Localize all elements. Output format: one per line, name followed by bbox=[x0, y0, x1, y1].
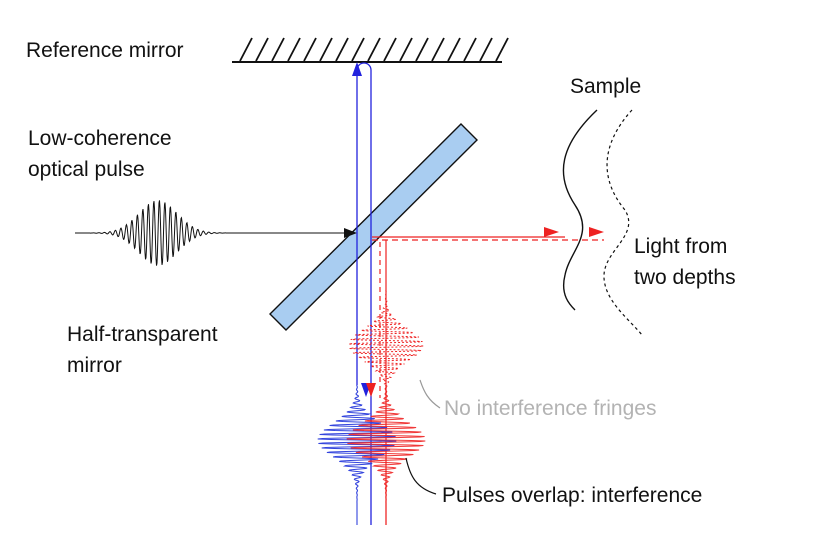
mirror-hatch bbox=[415, 37, 429, 62]
shallow-reflection-pulse bbox=[346, 385, 426, 525]
mirror-hatch bbox=[463, 37, 477, 62]
mirror-hatch bbox=[367, 37, 381, 62]
light-label-line1: Light from bbox=[634, 235, 727, 258]
sample-beam-arrow-front bbox=[544, 227, 559, 237]
reference-beam-up-arrow bbox=[352, 62, 362, 76]
sample-beam-arrow-back bbox=[589, 227, 604, 237]
output-pulses bbox=[317, 290, 426, 525]
sample-surface-front bbox=[562, 109, 598, 311]
mirror-hatch bbox=[399, 37, 413, 62]
reference-mirror bbox=[232, 37, 509, 63]
half-mirror-label-line1: Half-transparent bbox=[67, 323, 218, 346]
mirror-hatch bbox=[431, 37, 445, 62]
mirror-hatch bbox=[335, 37, 349, 62]
pulse-label-line1: Low-coherence bbox=[28, 127, 172, 150]
mirror-hatch bbox=[319, 37, 333, 62]
sample-label: Sample bbox=[570, 75, 641, 98]
mirror-hatch bbox=[271, 37, 285, 62]
light-label-line2: two depths bbox=[634, 266, 736, 289]
mirror-hatch bbox=[383, 37, 397, 62]
sample-beam-down-arrow bbox=[366, 383, 376, 397]
no-fringes-leader bbox=[419, 379, 441, 409]
reference-pulse bbox=[317, 385, 397, 525]
sample-surface-back bbox=[603, 109, 643, 336]
half-mirror-label-line2: mirror bbox=[67, 354, 122, 377]
mirror-hatch bbox=[495, 37, 509, 62]
pulse-label-line2: optical pulse bbox=[28, 158, 145, 181]
input-arrowhead bbox=[344, 228, 357, 238]
overlap-leader bbox=[405, 457, 437, 495]
deep-reflection-pulse bbox=[348, 290, 424, 396]
half-transparent-mirror bbox=[269, 123, 478, 331]
mirror-hatch bbox=[287, 37, 301, 62]
mirror-hatch bbox=[255, 37, 269, 62]
mirror-hatch bbox=[239, 37, 253, 62]
no-fringes-label: No interference fringes bbox=[444, 397, 656, 420]
mirror-hatch bbox=[479, 37, 493, 62]
mirror-hatch bbox=[447, 37, 461, 62]
mirror-hatch bbox=[351, 37, 365, 62]
sample-beam bbox=[366, 227, 604, 525]
input-pulse bbox=[75, 200, 357, 266]
overlap-label: Pulses overlap: interference bbox=[442, 484, 702, 507]
reference-mirror-label: Reference mirror bbox=[26, 39, 184, 62]
mirror-hatch bbox=[303, 37, 317, 62]
